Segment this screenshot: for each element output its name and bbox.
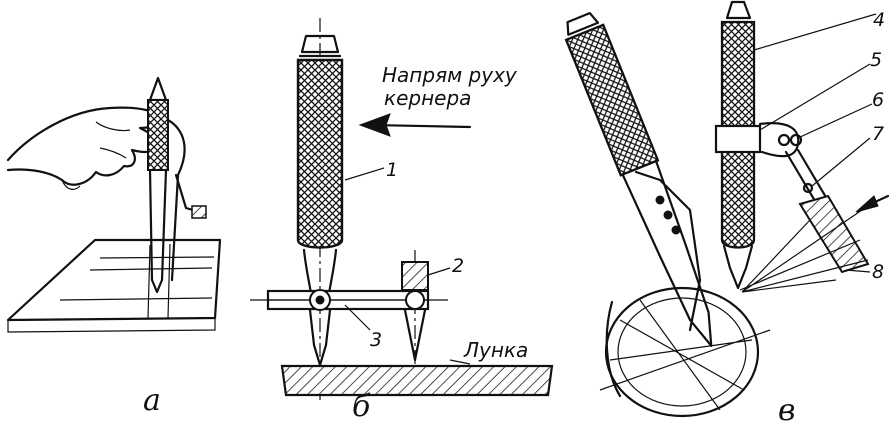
panel-a: а [6,76,222,418]
panel-b: Напрям руху кернера Лунка 1 2 3 б [250,18,554,424]
pit-label: Лунка [463,338,528,362]
callout-4: 4 [873,9,885,31]
callout-5: 5 [870,49,882,71]
callout-1: 1 [386,159,398,181]
callout-2: 2 [452,255,464,277]
callout-3: 3 [370,329,382,351]
direction-label-line1: Напрям руху [382,63,518,87]
panel-v-caption: в [778,393,795,428]
callout-8: 8 [872,261,884,283]
panel-b-caption: б [352,389,371,424]
panel-v: 4 5 6 7 8 в [564,0,890,428]
callout-6: 6 [872,89,884,111]
panel-a-caption: а [143,383,161,418]
callout-7: 7 [872,123,884,145]
direction-label-line2: кернера [384,86,471,110]
